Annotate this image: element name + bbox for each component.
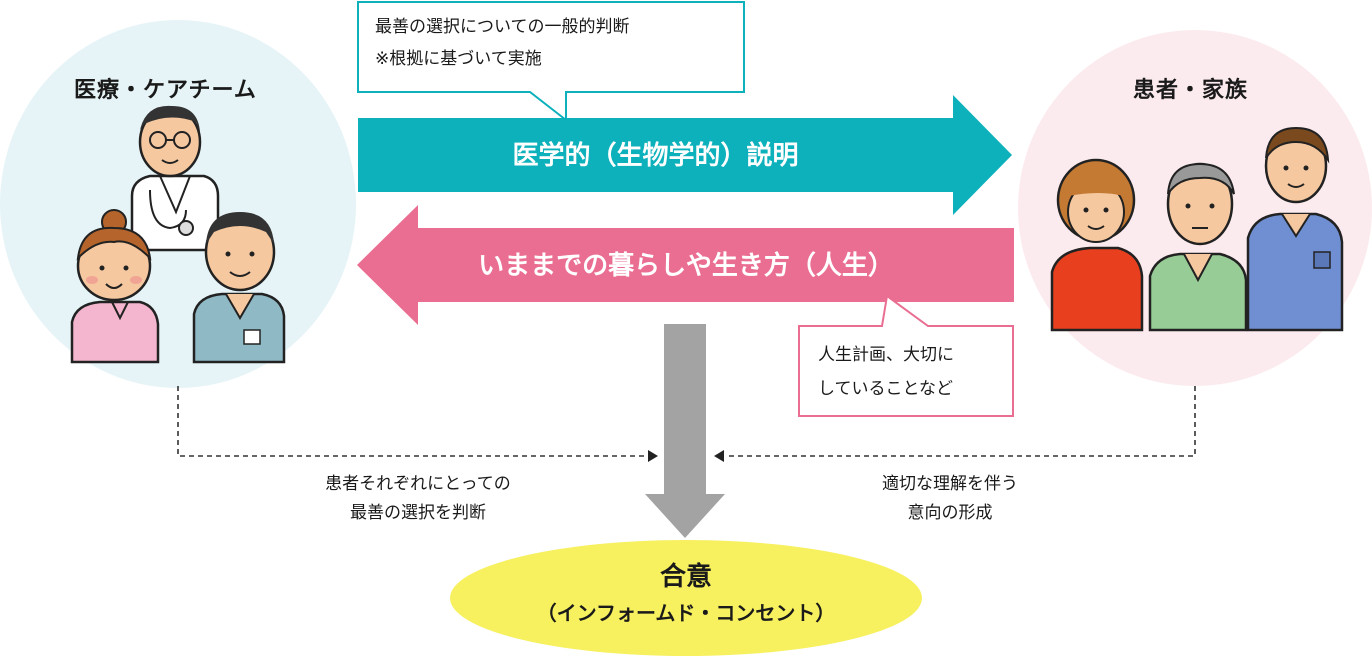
- life-plan-callout: [798, 294, 1014, 417]
- general-judgment-line2: ※根拠に基づいて実施: [375, 49, 542, 69]
- medical-explanation-arrow: [358, 95, 1012, 215]
- medical-explanation-label: 医学的（生物学的）説明: [512, 141, 799, 171]
- man-icon: [1246, 126, 1344, 332]
- life-plan-line2: していることなど: [818, 379, 953, 399]
- agreement-subtitle: （インフォームド・コンセント）: [536, 601, 836, 625]
- right-dashed-connector: [714, 386, 1196, 462]
- left-dashed-connector: [177, 386, 658, 462]
- right-note-line2: 意向の形成: [907, 503, 993, 523]
- general-judgment-line1: 最善の選択についての一般的判断: [375, 17, 630, 37]
- patient-family-title: 患者・家族: [1133, 78, 1249, 103]
- elderly-man-icon: [1148, 162, 1248, 332]
- doctor-icon: [130, 105, 220, 252]
- woman-icon: [1050, 158, 1144, 332]
- life-story-arrow: [357, 205, 1014, 325]
- agreement-down-arrow: [645, 324, 725, 538]
- general-judgment-callout: [357, 1, 745, 123]
- left-note-line2: 最善の選択を判断: [350, 503, 486, 523]
- caregiver-icon: [192, 212, 286, 364]
- nurse-icon: [70, 209, 160, 364]
- care-team-title: 医療・ケアチーム: [74, 78, 257, 103]
- left-note-line1: 患者それぞれにとっての: [325, 474, 511, 494]
- life-plan-line1: 人生計画、大切に: [818, 345, 954, 365]
- agreement-title: 合意: [659, 562, 712, 592]
- agreement-ellipse: [450, 540, 922, 656]
- right-note-line1: 適切な理解を伴う: [882, 474, 1018, 494]
- life-story-label: いままでの暮らしや生き方（人生）: [478, 251, 894, 281]
